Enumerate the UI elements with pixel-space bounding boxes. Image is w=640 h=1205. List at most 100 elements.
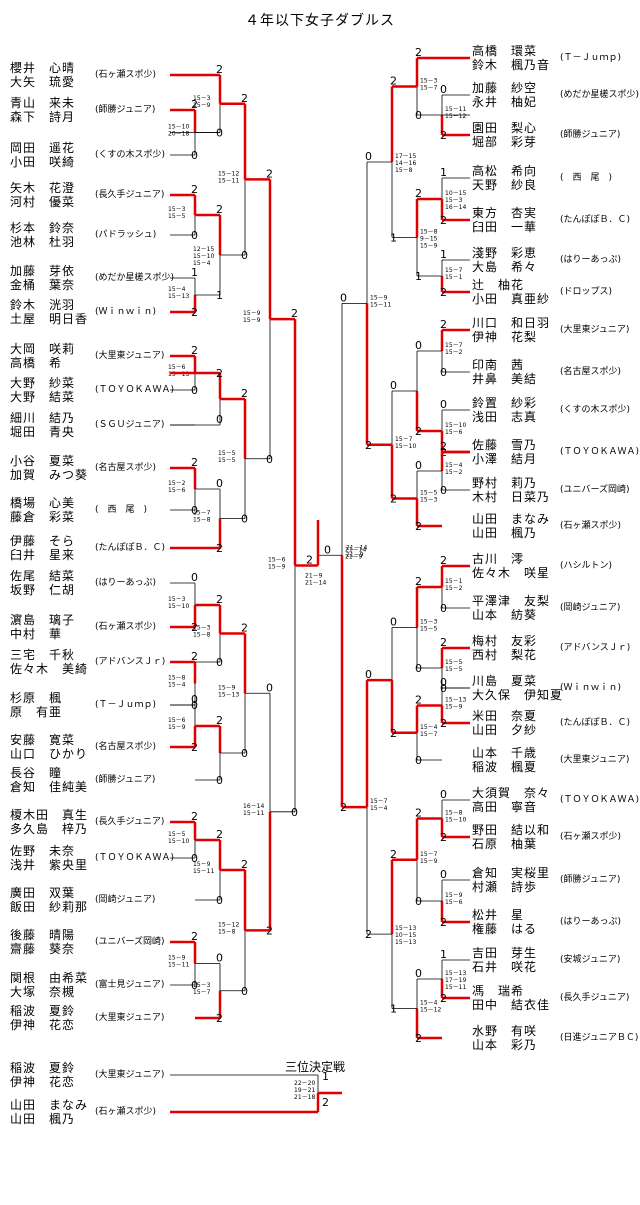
player-name: 加藤 紗空	[472, 81, 538, 95]
player-name: 佐々木 美綺	[10, 662, 89, 676]
player-name: 櫻井 心晴	[10, 61, 76, 75]
player-name: 大野 紗菜	[10, 376, 76, 390]
team-entry: 安藤 寛菜山口 ひかり	[10, 733, 88, 761]
match-score: 15－12	[445, 113, 466, 120]
player-name: 後藤 晴陽	[10, 928, 76, 942]
match-score: 15－5	[445, 659, 463, 666]
player-name: 大塚 奈槻	[10, 985, 76, 999]
match-score: 15－10	[193, 253, 214, 260]
player-name: 稲波 夏鈴	[10, 1061, 76, 1075]
match-score: 15－5	[168, 213, 186, 220]
match-result: 1	[322, 1070, 329, 1083]
match-result: 2	[340, 801, 347, 814]
team-entry: 櫻井 心晴大矢 琉愛	[10, 61, 75, 89]
match-score: 15－11	[168, 962, 189, 969]
match-score: 10－15	[445, 190, 466, 197]
team-entry: 佐尾 結菜坂野 仁胡	[10, 569, 75, 597]
player-name: 山田 まなみ	[472, 512, 551, 526]
player-name: 稲波 夏鈴	[10, 1004, 76, 1018]
match-result: 0	[191, 384, 198, 397]
match-score: 15－3	[420, 619, 438, 626]
team-entry: 鈴置 紗彩浅田 志真	[472, 396, 537, 424]
match-result: 0	[191, 979, 198, 992]
match-result: 2	[440, 440, 447, 453]
player-name: 伊藤 そら	[10, 534, 76, 548]
match-score: 15－7	[395, 436, 413, 443]
club-name: (ユニバーズ岡崎)	[560, 485, 630, 495]
match-score: 15－13	[168, 293, 189, 300]
club-name: (名古屋スポ少)	[560, 367, 622, 377]
club-name: (くすの木スポ少)	[95, 150, 166, 160]
match-score: 15－7	[420, 851, 438, 858]
match-result: 2	[415, 187, 422, 200]
match-result: 2	[440, 636, 447, 649]
club-name: (長久手ジュニア)	[95, 817, 165, 827]
player-name: 橋場 心美	[10, 496, 76, 510]
player-name: 稲波 楓夏	[472, 760, 538, 774]
match-result: 0	[415, 754, 422, 767]
team-entry: 加藤 紗空永井 柚妃	[472, 81, 537, 109]
club-name: (くすの木スポ少)	[560, 405, 631, 415]
club-name: (長久手ジュニア)	[95, 190, 165, 200]
player-name: 村瀬 詩歩	[472, 880, 538, 894]
club-name: (アドバンスＪｒ)	[560, 643, 631, 653]
match-result: 0	[440, 484, 447, 497]
match-result: 0	[216, 656, 223, 669]
club-name: (Ｗｉｎｗｉｎ)	[95, 307, 157, 317]
match-score: 15－3	[420, 497, 438, 504]
match-score: 21－14	[305, 579, 326, 586]
match-result: 0	[365, 150, 372, 163]
player-name: 浅田 志真	[472, 410, 538, 424]
player-name: 山田 まなみ	[10, 1098, 89, 1112]
player-name: 田中 結衣佳	[472, 998, 551, 1012]
player-name: 井鼻 美結	[472, 372, 538, 386]
match-score: 15－6	[268, 556, 286, 563]
match-score: 15－9	[243, 317, 261, 324]
player-name: 岡田 遥花	[10, 141, 76, 155]
team-entry: 矢木 花澄河村 優菜	[10, 181, 75, 209]
match-result: 0	[324, 543, 331, 556]
player-name: 原 有亜	[10, 705, 63, 719]
player-name: 山口 ひかり	[10, 747, 89, 761]
match-result: 0	[216, 894, 223, 907]
team-entry: 米田 奈夏山田 夕紗	[472, 709, 537, 737]
club-name: (師勝ジュニア)	[560, 130, 621, 140]
match-result: 2	[365, 439, 372, 452]
match-score: 15－13	[395, 925, 416, 932]
match-result: 0	[415, 339, 422, 352]
match-result: 2	[306, 553, 313, 566]
match-score: 15－3	[420, 78, 438, 85]
match-score: 15－7	[445, 267, 463, 274]
player-name: 三宅 千秋	[10, 648, 76, 662]
player-name: 中村 華	[10, 627, 63, 641]
match-result: 2	[322, 1096, 329, 1109]
match-result: 0	[266, 453, 273, 466]
player-name: 伊神 花梨	[472, 330, 538, 344]
player-name: 浅井 紫央里	[10, 858, 89, 872]
match-result: 2	[415, 520, 422, 533]
team-entry: 大岡 咲莉高橋 希	[10, 342, 75, 370]
match-score: 15－7	[370, 798, 388, 805]
player-name: 細川 結乃	[10, 411, 76, 425]
match-result: 2	[415, 1032, 422, 1045]
player-name: 辻 柚花	[472, 278, 525, 292]
team-entry: 印南 茜井鼻 美結	[472, 358, 537, 386]
player-name: 鈴置 紗彩	[472, 396, 538, 410]
player-name: 川口 和日羽	[472, 316, 551, 330]
club-name: (ＴＯＹＯＫＡＷＡ)	[95, 853, 175, 863]
match-result: 0	[216, 477, 223, 490]
match-result: 0	[191, 149, 198, 162]
match-result: 0	[440, 366, 447, 379]
match-score: 21－18	[294, 1094, 315, 1101]
club-name: (はりーあっぷ)	[560, 255, 622, 265]
match-score: 15－8	[193, 517, 211, 524]
match-result: 0	[440, 398, 447, 411]
team-entry: 大野 紗菜大野 結菜	[10, 376, 75, 404]
match-score: 15－12	[218, 921, 239, 928]
match-score: 15－9	[168, 955, 186, 962]
match-score: 15－12	[218, 170, 239, 177]
player-name: 小谷 夏菜	[10, 454, 76, 468]
club-name: (大里東ジュニア)	[560, 755, 630, 765]
player-name: 石原 柚葉	[472, 837, 538, 851]
team-entry: 稲波 夏鈴伊神 花恋	[10, 1004, 75, 1032]
